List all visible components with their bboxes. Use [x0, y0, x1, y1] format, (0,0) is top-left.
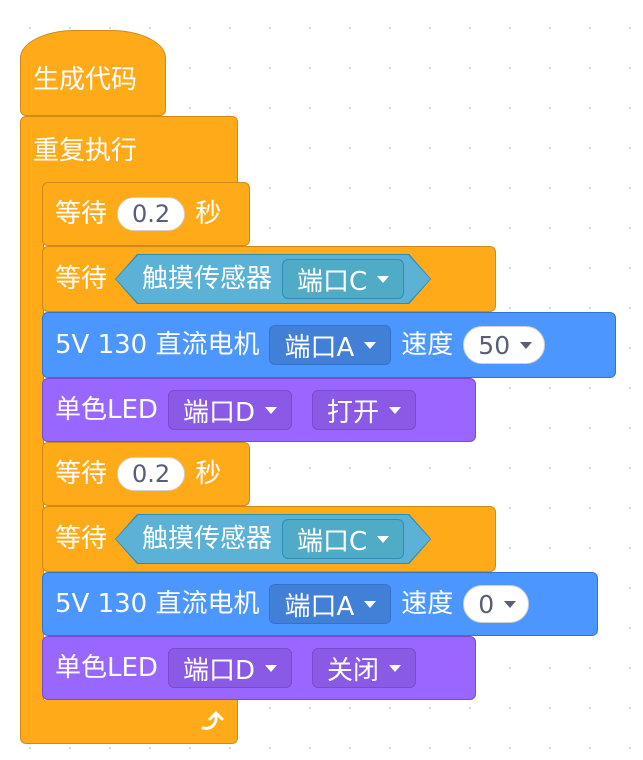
touch-sensor-reporter[interactable]: 触摸传感器 端口C	[116, 515, 430, 563]
chevron-down-icon	[364, 600, 377, 608]
seconds-unit-label: 秒	[195, 199, 222, 229]
wait-label: 等待	[55, 199, 108, 229]
wait-until-label: 等待	[55, 524, 108, 554]
sensor-port-dropdown[interactable]: 端口C	[282, 519, 404, 559]
led-state-dropdown[interactable]: 打开	[311, 390, 416, 430]
dc-motor-block[interactable]: 5V 130 直流电机 端口A 速度 50	[42, 312, 616, 378]
chevron-down-icon	[388, 406, 401, 414]
motor-port-dropdown[interactable]: 端口A	[269, 584, 392, 624]
led-state-dropdown[interactable]: 关闭	[311, 648, 416, 688]
led-port-value: 端口D	[182, 655, 255, 686]
motor-port-value: 端口A	[284, 591, 355, 622]
touch-sensor-label: 触摸传感器	[142, 264, 273, 294]
speed-dropdown[interactable]: 0	[463, 585, 530, 623]
dc-motor-label: 5V 130 直流电机	[55, 589, 260, 619]
chevron-down-icon	[520, 341, 533, 349]
forever-block-label: 重复执行	[33, 135, 138, 166]
single-color-led-block[interactable]: 单色LED 端口D 关闭	[42, 636, 476, 700]
wait-seconds-block[interactable]: 等待 0.2 秒	[42, 442, 250, 506]
wait-seconds-input[interactable]: 0.2	[117, 197, 186, 231]
speed-dropdown[interactable]: 50	[463, 326, 546, 364]
chevron-down-icon	[377, 276, 389, 283]
hat-block-label: 生成代码	[33, 65, 138, 95]
chevron-down-icon	[264, 664, 277, 672]
led-port-dropdown[interactable]: 端口D	[167, 648, 292, 688]
wait-label: 等待	[55, 459, 108, 489]
wait-until-block[interactable]: 等待 触摸传感器 端口C	[42, 246, 496, 312]
led-port-dropdown[interactable]: 端口D	[167, 390, 292, 430]
dc-motor-label: 5V 130 直流电机	[55, 330, 260, 360]
loop-arrow-icon	[201, 711, 224, 730]
speed-label: 速度	[401, 330, 454, 360]
led-state-value: 打开	[326, 397, 379, 428]
hat-block-generate-code[interactable]: 生成代码	[20, 30, 166, 116]
forever-block-arm	[20, 182, 44, 702]
chevron-down-icon	[377, 536, 389, 543]
speed-value: 0	[478, 589, 495, 619]
wait-until-block[interactable]: 等待 触摸传感器 端口C	[42, 506, 496, 572]
touch-sensor-reporter[interactable]: 触摸传感器 端口C	[116, 255, 430, 303]
motor-port-dropdown[interactable]: 端口A	[269, 325, 392, 365]
seconds-unit-label: 秒	[195, 459, 222, 489]
wait-until-label: 等待	[55, 264, 108, 294]
forever-block-bottom	[20, 700, 238, 744]
chevron-down-icon	[504, 600, 517, 608]
dc-motor-block[interactable]: 5V 130 直流电机 端口A 速度 0	[42, 572, 598, 636]
speed-value: 50	[478, 330, 511, 360]
sensor-port-dropdown[interactable]: 端口C	[282, 259, 404, 299]
touch-sensor-reporter-outline: 触摸传感器 端口C	[115, 254, 431, 304]
touch-sensor-label: 触摸传感器	[142, 524, 273, 554]
speed-label: 速度	[401, 589, 454, 619]
led-state-value: 关闭	[326, 655, 379, 686]
wait-seconds-block[interactable]: 等待 0.2 秒	[42, 182, 250, 246]
chevron-down-icon	[388, 664, 401, 672]
chevron-down-icon	[364, 341, 377, 349]
led-label: 单色LED	[55, 395, 158, 425]
sensor-port-value: 端口C	[297, 526, 368, 557]
wait-seconds-input[interactable]: 0.2	[117, 457, 186, 491]
single-color-led-block[interactable]: 单色LED 端口D 打开	[42, 378, 476, 442]
forever-block[interactable]: 重复执行	[20, 116, 238, 184]
motor-port-value: 端口A	[284, 332, 355, 363]
led-port-value: 端口D	[182, 397, 255, 428]
chevron-down-icon	[264, 406, 277, 414]
touch-sensor-reporter-outline: 触摸传感器 端口C	[115, 514, 431, 564]
sensor-port-value: 端口C	[297, 266, 368, 297]
led-label: 单色LED	[55, 653, 158, 683]
